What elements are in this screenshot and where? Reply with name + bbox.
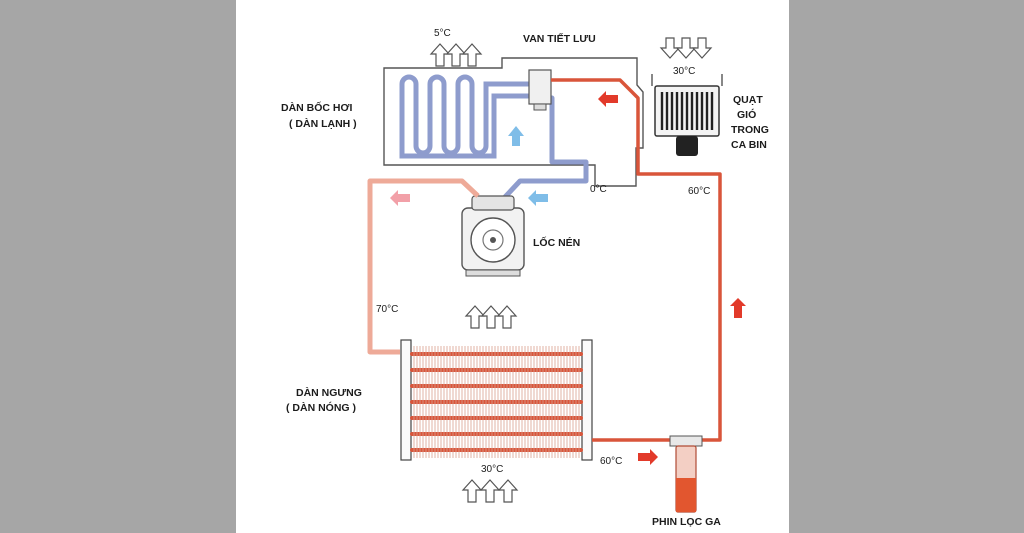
label-condenser: DÀN NGƯNG	[296, 386, 362, 399]
suction-line	[503, 95, 589, 199]
temp-condenser-outlet: 60°C	[600, 456, 622, 467]
filter-drier	[669, 435, 703, 513]
label-fan-line3: TRONG	[731, 124, 769, 136]
label-filter-drier: PHIN LỌC GA	[652, 516, 721, 528]
temp-compressor-inlet: 0°C	[590, 184, 607, 195]
evaporator-housing	[383, 57, 644, 187]
temp-evaporator-air: 5°C	[434, 28, 451, 39]
hot-liquid-line	[551, 78, 722, 442]
arrow-cold-left	[528, 190, 548, 206]
arrow-pink-left	[390, 190, 410, 206]
arrow-cold-up	[508, 126, 524, 146]
expansion-valve-cap	[533, 103, 547, 111]
temp-to-cabin: 60°C	[688, 186, 710, 197]
label-evaporator: DÀN BỐC HƠI	[281, 100, 352, 114]
label-compressor: LỐC NÉN	[533, 235, 580, 249]
condenser	[400, 339, 593, 461]
expansion-valve	[528, 69, 552, 105]
arrow-hot-right	[638, 449, 658, 465]
evaporator-coil	[399, 74, 531, 156]
label-fan-line1: QUẠT	[733, 94, 763, 106]
temp-compressor-outlet: 70°C	[376, 304, 398, 315]
discharge-line	[367, 178, 480, 355]
label-expansion-valve: VAN TIẾT LƯU	[523, 32, 596, 45]
temp-cabin-air: 30°C	[673, 66, 695, 77]
condenser-outlet-line	[592, 438, 674, 446]
airflow-arrows	[429, 37, 713, 503]
label-evaporator-sub: ( DÀN LẠNH )	[289, 117, 357, 130]
label-fan-line2: GIÓ	[737, 108, 756, 121]
compressor	[461, 195, 525, 277]
arrow-hot-up	[730, 298, 746, 318]
temp-condenser-air: 30°C	[481, 464, 503, 475]
label-fan-line4: CA BIN	[731, 139, 767, 151]
label-condenser-sub: ( DÀN NÓNG )	[286, 401, 356, 414]
evaporator-coil-return	[399, 93, 531, 159]
cabin-fan	[651, 74, 723, 156]
arrow-hot-into-fan	[598, 91, 618, 107]
